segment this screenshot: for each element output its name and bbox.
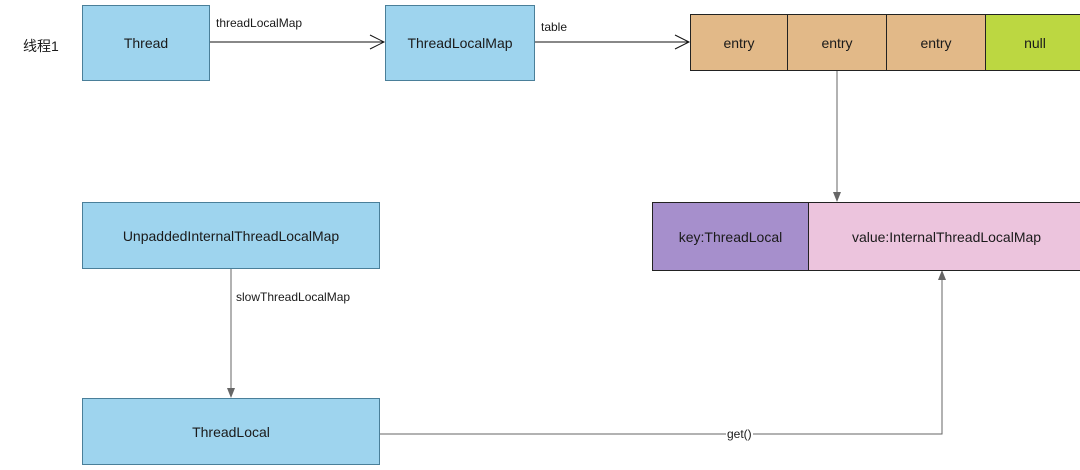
table-cell-label: entry (723, 34, 755, 51)
entry-key-cell[interactable]: key:ThreadLocal (652, 202, 809, 271)
edge-label-get: get() (726, 427, 753, 441)
unpadded-node-label: UnpaddedInternalThreadLocalMap (122, 227, 340, 244)
unpadded-internal-thread-local-map-node[interactable]: UnpaddedInternalThreadLocalMap (82, 202, 380, 269)
arrowhead-map-to-table (674, 34, 691, 50)
thread-node[interactable]: Thread (82, 5, 210, 81)
row-label-thread1: 线程1 (23, 38, 59, 54)
table-cell-entry-3[interactable]: entry (886, 14, 986, 71)
table-cell-label: entry (821, 34, 853, 51)
table-cell-label: null (1024, 34, 1046, 51)
thread-local-node-label: ThreadLocal (192, 423, 270, 440)
entry-key-label: key:ThreadLocal (678, 228, 783, 245)
thread-local-map-node[interactable]: ThreadLocalMap (385, 5, 535, 81)
arrowhead-entry-to-detail (833, 192, 841, 202)
thread-local-node[interactable]: ThreadLocal (82, 398, 380, 465)
entry-value-label: value:InternalThreadLocalMap (851, 228, 1042, 245)
arrowhead-thread-to-map (369, 34, 386, 50)
edge-thread-local-to-value (380, 271, 943, 435)
entry-value-cell[interactable]: value:InternalThreadLocalMap (808, 202, 1080, 271)
arrowhead-thread-local-to-value (938, 270, 946, 280)
table-cell-entry-2[interactable]: entry (787, 14, 887, 71)
table-cell-entry-1[interactable]: entry (690, 14, 788, 71)
table-cell-null[interactable]: null (985, 14, 1080, 71)
arrowhead-unpadded-to-thread-local (227, 388, 235, 398)
table-cell-label: entry (920, 34, 952, 51)
edge-label-thread-local-map: threadLocalMap (216, 16, 303, 30)
thread-local-map-node-label: ThreadLocalMap (407, 35, 513, 51)
edge-label-slow-thread-local-map: slowThreadLocalMap (236, 290, 351, 304)
thread-node-label: Thread (123, 35, 169, 51)
edge-label-table: table (541, 20, 568, 34)
